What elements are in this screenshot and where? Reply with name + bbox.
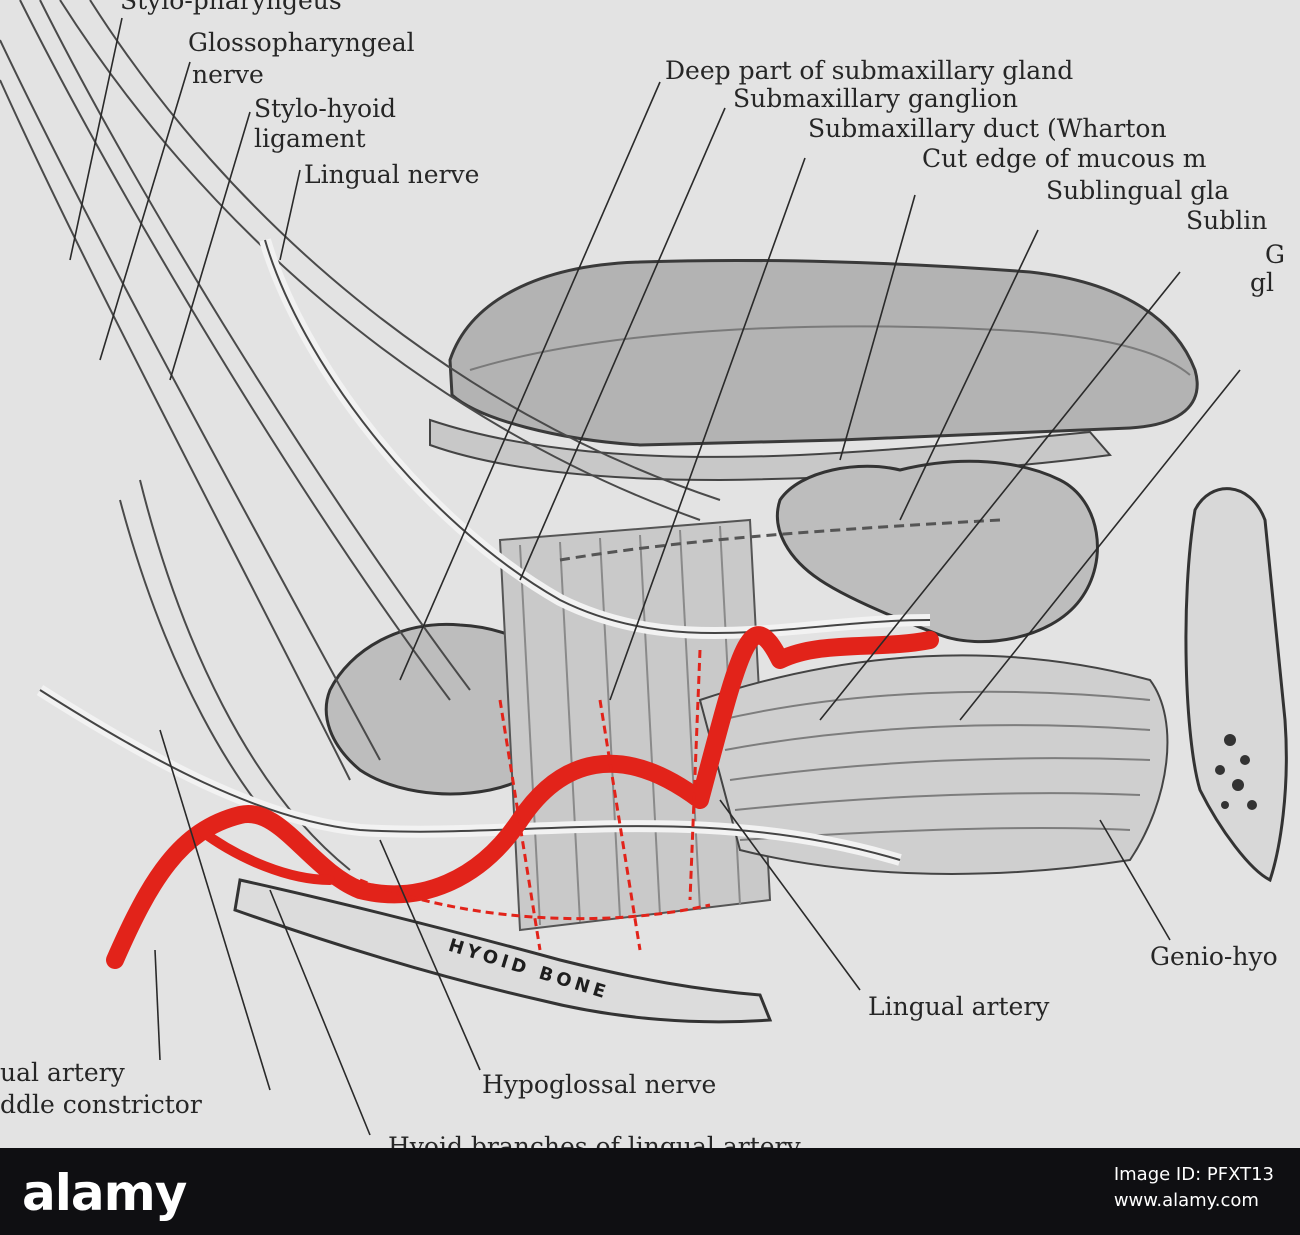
label-lingual-artery-left: ual artery [0, 1058, 125, 1087]
tongue-dorsum [448, 258, 1199, 447]
hyoid-bone [233, 878, 773, 1024]
anatomy-plate: Stylo-pharyngeus Glossopharyngeal nerve … [0, 0, 1300, 1148]
label-middle-constrictor: ddle constrictor [0, 1090, 202, 1119]
label-submaxillary-ganglion: Submaxillary ganglion [733, 84, 1019, 113]
submaxillary-duct [559, 518, 1001, 562]
image-id: Image ID: PFXT13 [1113, 1164, 1274, 1185]
hyoid-artery-branch [195, 825, 335, 885]
mandible-section [1184, 487, 1288, 883]
genio-hyoid-muscle [698, 654, 1169, 875]
label-hypoglossal-nerve: Hypoglossal nerve [482, 1070, 717, 1099]
label-cut-edge: Cut edge of mucous m [922, 144, 1207, 173]
label-sublingual-2: Sublin [1186, 206, 1268, 235]
label-genio-gl-2: gl [1250, 268, 1274, 297]
lingual-artery [106, 626, 939, 969]
label-glossopharyngeal-2: nerve [192, 60, 264, 89]
label-genio-hyoid: Genio-hyo [1150, 942, 1278, 971]
sublingual-gland [775, 459, 1099, 644]
label-lingual-nerve: Lingual nerve [304, 160, 480, 189]
label-stylo-hyoid-2: ligament [254, 124, 366, 153]
label-genio-gl-1: G [1265, 240, 1285, 269]
site-url: www.alamy.com [1113, 1190, 1259, 1211]
label-lingual-artery-right: Lingual artery [868, 992, 1050, 1021]
footer-bar: alamy Image ID: PFXT13 www.alamy.com [0, 1148, 1300, 1235]
image-id-block: Image ID: PFXT13 www.alamy.com [1114, 1162, 1274, 1214]
alamy-logo: alamy [22, 1164, 187, 1222]
label-glossopharyngeal-1: Glossopharyngeal [188, 28, 415, 57]
label-stylo-pharyngeus: Stylo-pharyngeus [120, 0, 342, 15]
label-stylo-hyoid-1: Stylo-hyoid [254, 94, 397, 123]
label-submaxillary-duct: Submaxillary duct (Wharton [808, 114, 1167, 143]
label-deep-part-gland: Deep part of submaxillary gland [665, 56, 1074, 85]
label-sublingual-gland: Sublingual gla [1046, 176, 1230, 205]
label-hyoid-branches: Hyoid branches of lingual artery [388, 1132, 801, 1148]
anatomy-illustration [0, 0, 1288, 1136]
